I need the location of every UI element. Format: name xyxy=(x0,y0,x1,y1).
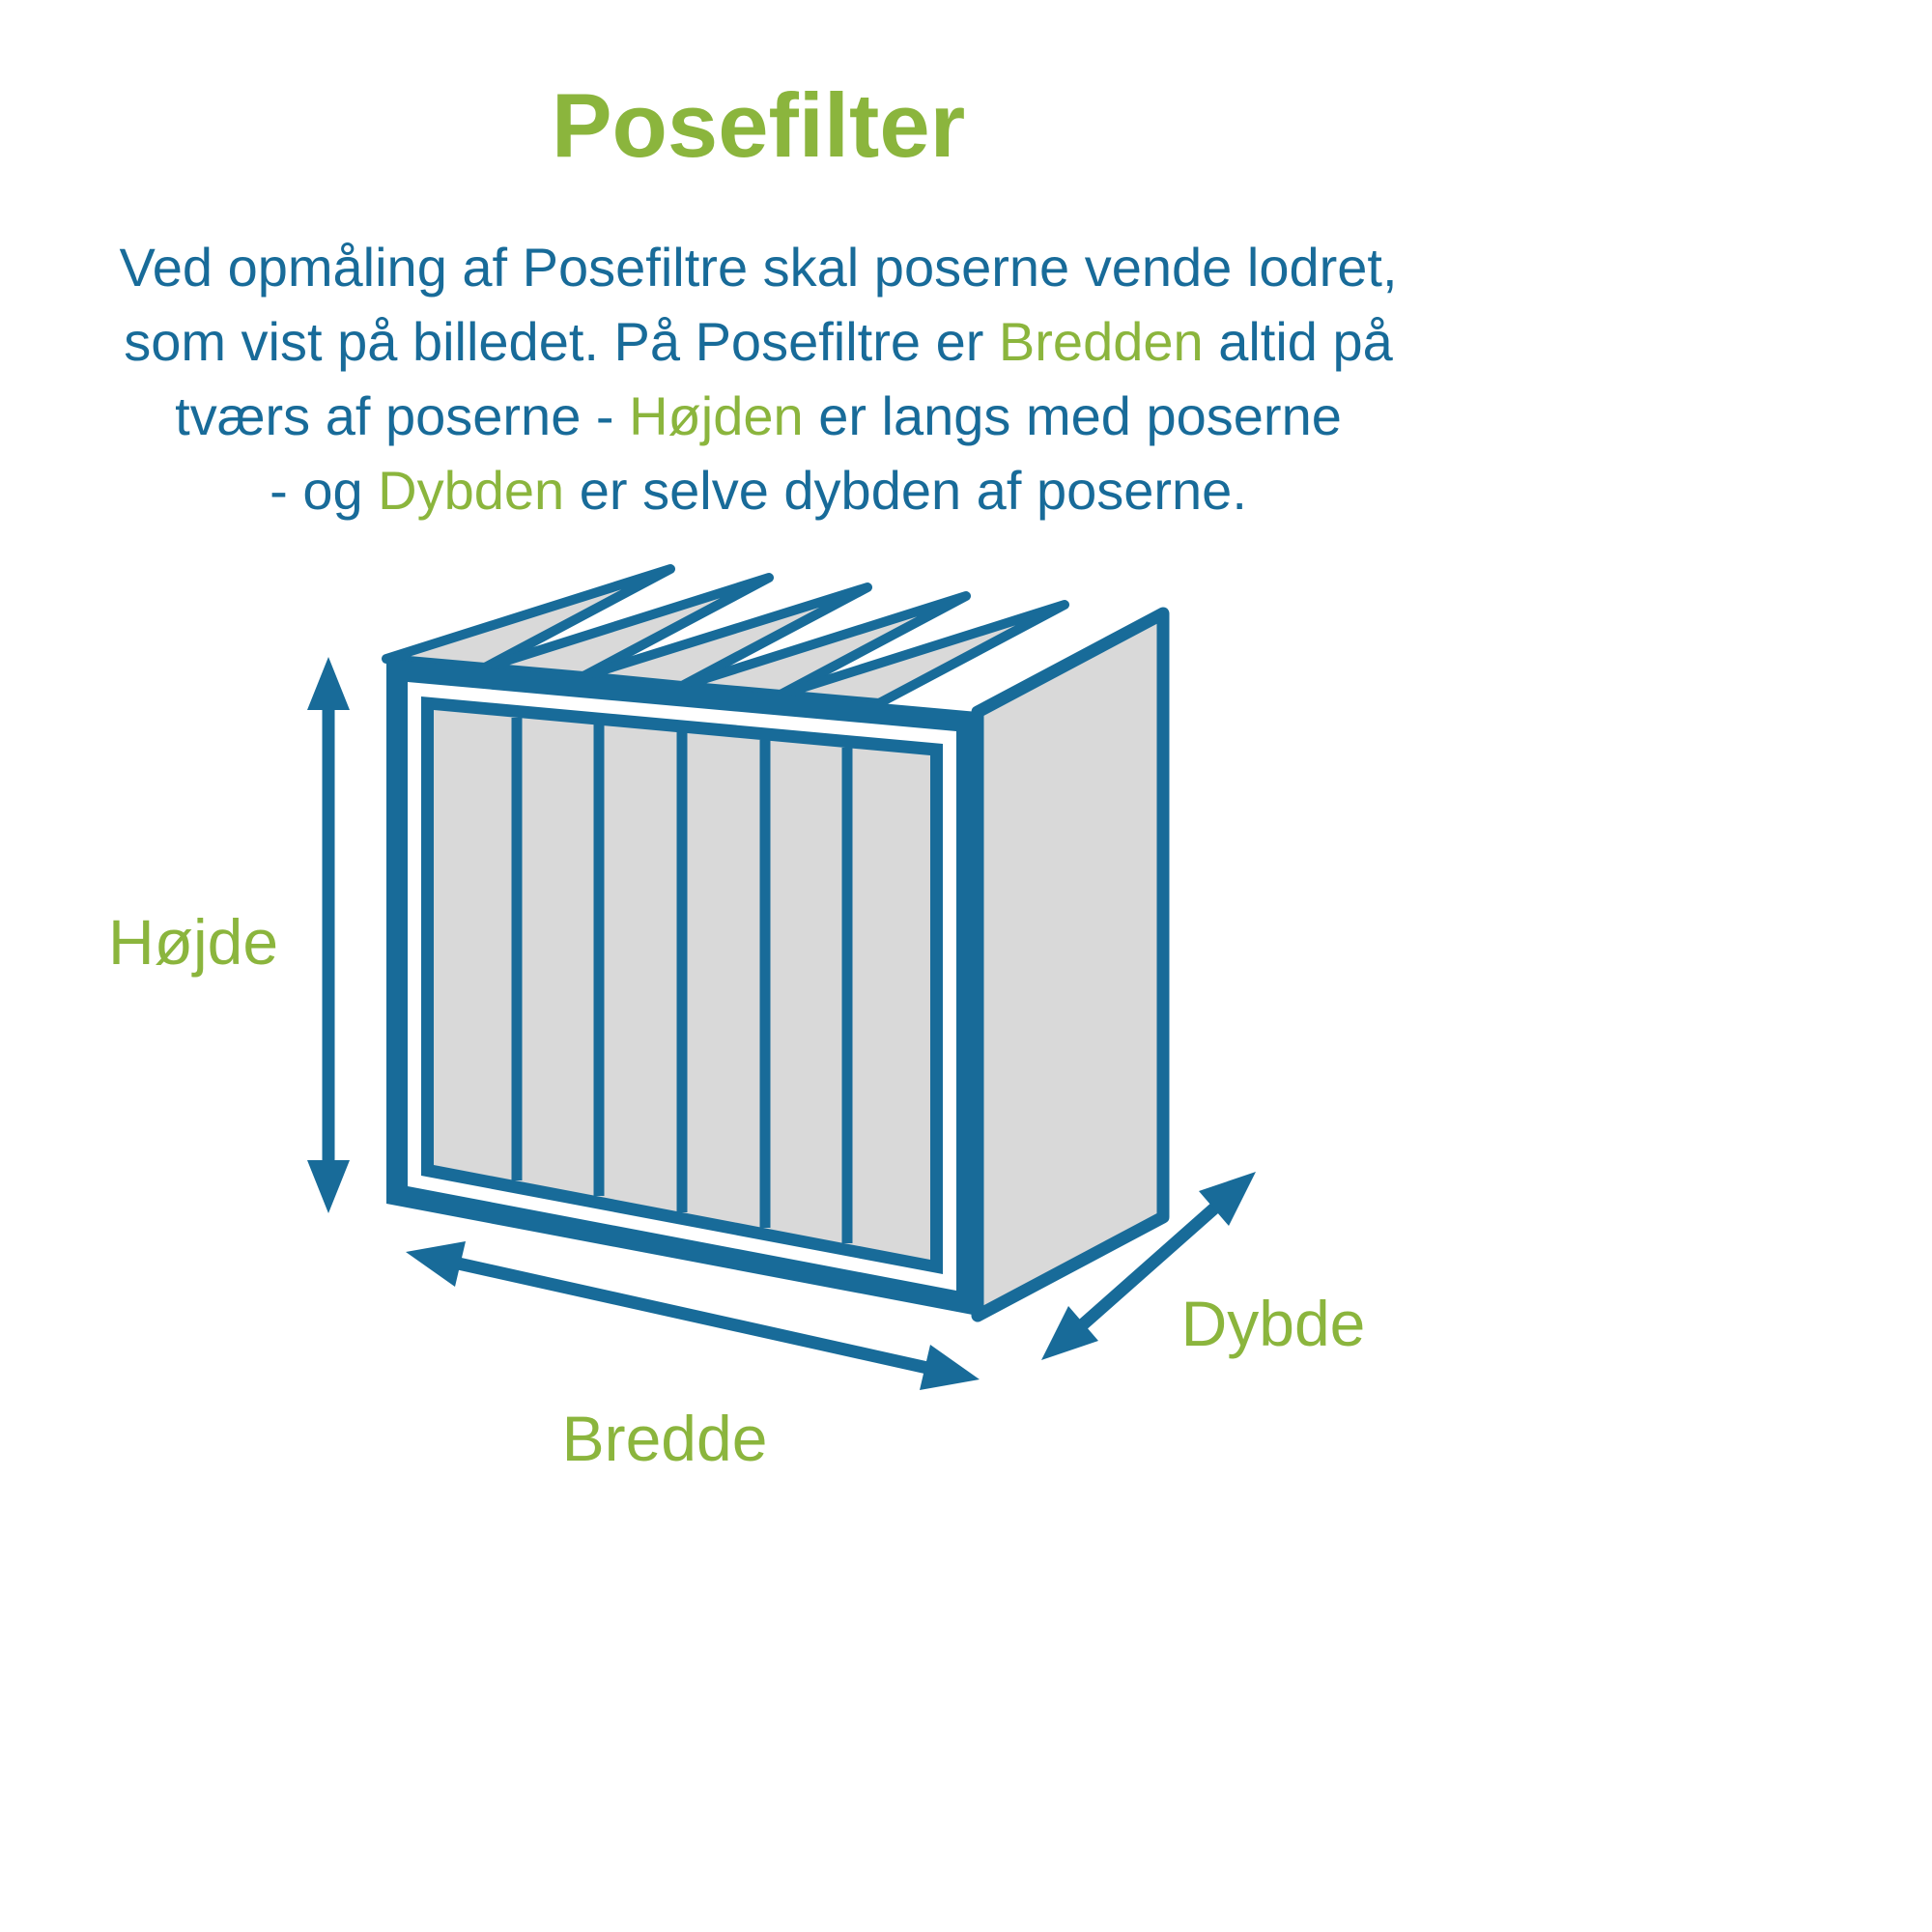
intro-text-segment: tværs af poserne - xyxy=(175,385,630,446)
intro-line-1: Ved opmåling af Posefiltre skal poserne … xyxy=(0,230,1517,304)
intro-line-4: - og Dybden er selve dybden af poserne. xyxy=(0,453,1517,527)
intro-text-segment-hojden: Højden xyxy=(629,385,804,446)
width-arrow xyxy=(406,1241,980,1390)
intro-text-segment-dybden: Dybden xyxy=(378,460,565,521)
intro-paragraph: Ved opmåling af Posefiltre skal poserne … xyxy=(0,230,1517,527)
intro-line-2: som vist på billedet. På Posefiltre er B… xyxy=(0,304,1517,379)
depth-label: Dybde xyxy=(1181,1288,1366,1359)
side-panel xyxy=(971,607,1170,1322)
pocket-dividers xyxy=(511,718,853,1243)
depth-arrow xyxy=(1041,1172,1256,1360)
intro-text-segment-bredden: Bredden xyxy=(998,311,1204,372)
bag-fin xyxy=(382,564,675,672)
intro-text-segment: er selve dybden af poserne. xyxy=(564,460,1247,521)
page-title: Posefilter xyxy=(551,74,966,176)
height-label: Højde xyxy=(108,906,278,978)
intro-line-3: tværs af poserne - Højden er langs med p… xyxy=(0,379,1517,453)
width-label: Bredde xyxy=(562,1403,768,1474)
intro-text-segment: er langs med poserne xyxy=(803,385,1342,446)
intro-text-segment: altid på xyxy=(1203,311,1393,372)
intro-text-segment: som vist på billedet. På Posefiltre er xyxy=(124,311,999,372)
bag-fin xyxy=(480,573,774,681)
intro-text-segment: - og xyxy=(270,460,379,521)
intro-text-segment: Ved opmåling af Posefiltre skal poserne … xyxy=(119,237,1398,298)
height-arrow xyxy=(307,657,350,1213)
